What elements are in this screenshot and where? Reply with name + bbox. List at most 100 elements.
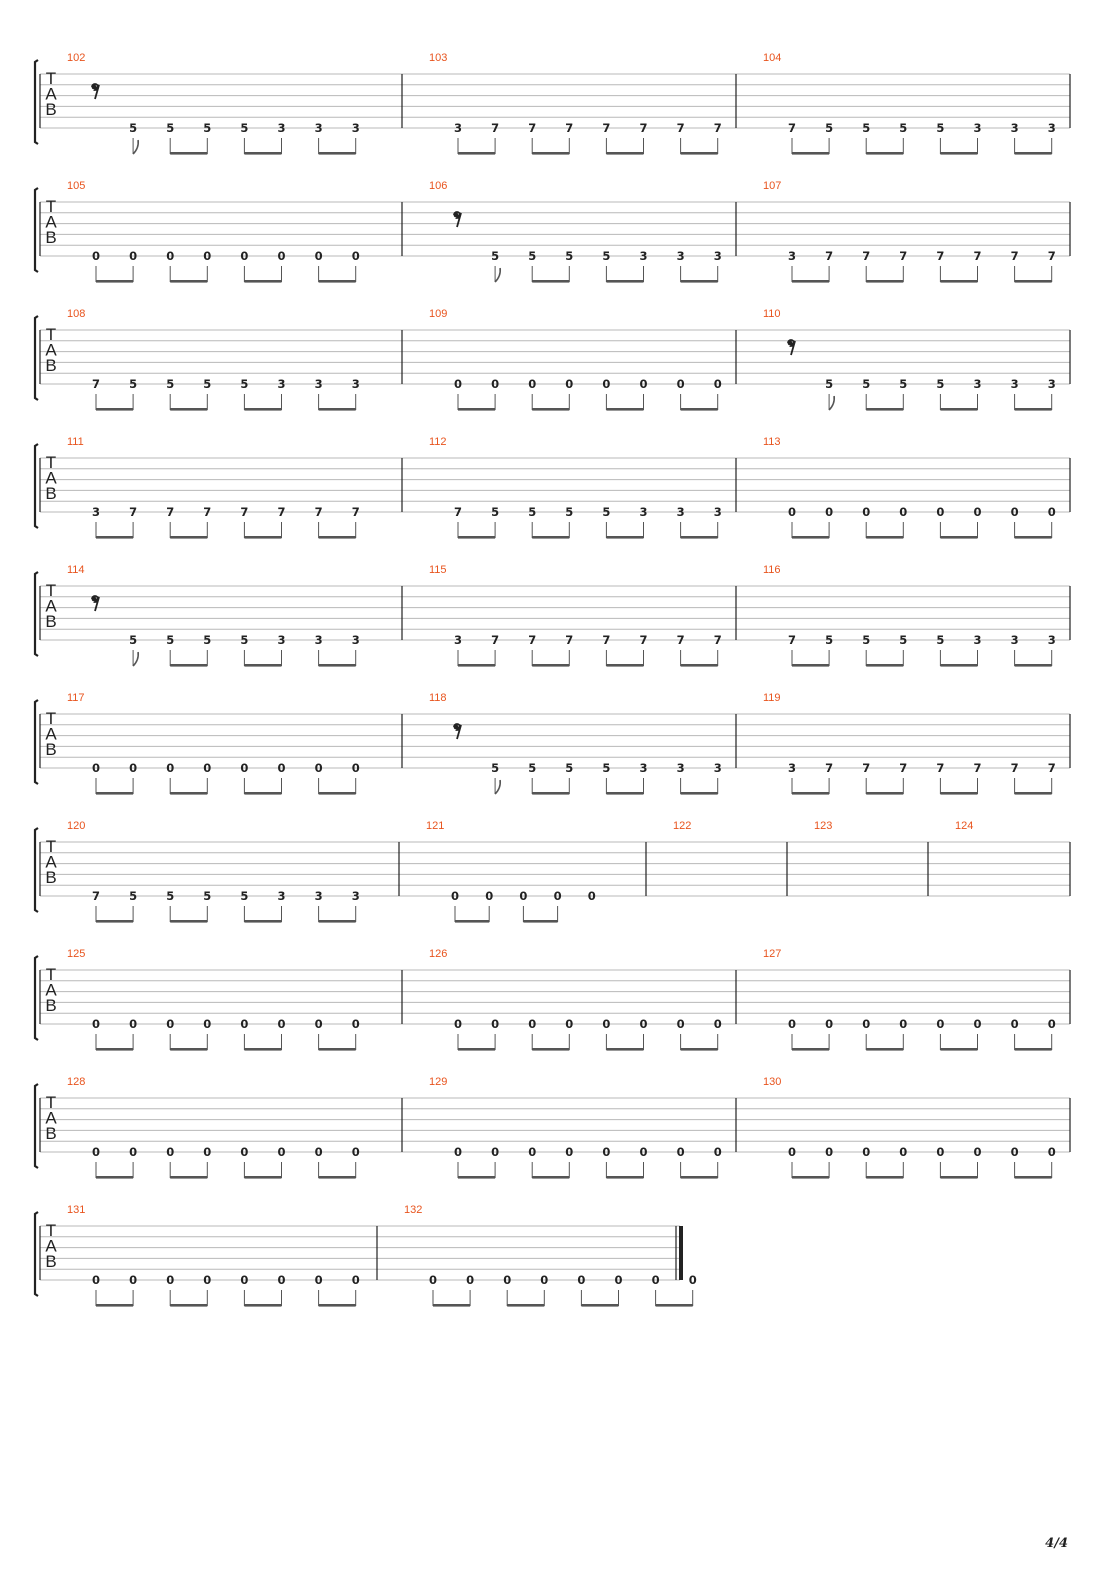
fret-number: 0 xyxy=(565,1145,573,1159)
staff-bracket xyxy=(33,1211,39,1297)
fret-number: 5 xyxy=(565,249,573,263)
fret-number: 0 xyxy=(519,889,527,903)
fret-number: 7 xyxy=(825,761,833,775)
fret-number: 0 xyxy=(1048,505,1056,519)
measure-number: 109 xyxy=(429,308,447,320)
fret-number: 3 xyxy=(714,249,722,263)
fret-number: 0 xyxy=(565,1017,573,1031)
fret-number: 3 xyxy=(973,633,981,647)
note-beam xyxy=(581,1304,619,1307)
fret-number: 0 xyxy=(352,761,360,775)
fret-number: 0 xyxy=(588,889,596,903)
fret-number: 0 xyxy=(862,505,870,519)
fret-number: 0 xyxy=(352,1145,360,1159)
fret-number: 7 xyxy=(129,505,137,519)
fret-number: 5 xyxy=(528,249,536,263)
note-beam xyxy=(940,152,978,155)
fret-number: 0 xyxy=(503,1273,511,1287)
fret-number: 0 xyxy=(240,249,248,263)
tab-clef-letter: T xyxy=(46,453,56,472)
fret-number: 0 xyxy=(129,1145,137,1159)
note-beam xyxy=(318,792,356,795)
note-beam xyxy=(170,1048,208,1051)
note-beam xyxy=(458,152,496,155)
fret-number: 3 xyxy=(639,505,647,519)
note-beam xyxy=(244,536,282,539)
note-beam xyxy=(318,664,356,667)
fret-number: 3 xyxy=(788,761,796,775)
measure-number: 119 xyxy=(763,692,781,704)
tab-clef-letter: T xyxy=(46,837,56,856)
fret-number: 7 xyxy=(1048,249,1056,263)
fret-number: 0 xyxy=(528,377,536,391)
tab-clef-letter: B xyxy=(45,740,56,759)
fret-number: 7 xyxy=(1011,249,1019,263)
note-beam xyxy=(940,1176,978,1179)
fret-number: 5 xyxy=(825,377,833,391)
eighth-rest-dot xyxy=(787,340,793,346)
note-beam xyxy=(532,1176,570,1179)
fret-number: 3 xyxy=(315,121,323,135)
measure-number: 129 xyxy=(429,1076,447,1088)
fret-number: 5 xyxy=(862,377,870,391)
note-beam xyxy=(792,280,830,283)
note-beam xyxy=(532,1048,570,1051)
fret-number: 3 xyxy=(277,889,285,903)
note-beam xyxy=(680,792,718,795)
note-beam xyxy=(940,408,978,411)
fret-number: 0 xyxy=(166,761,174,775)
tab-clef-letter: T xyxy=(46,1221,56,1240)
fret-number: 0 xyxy=(899,1145,907,1159)
measure-number: 120 xyxy=(67,820,85,832)
fret-number: 0 xyxy=(528,1145,536,1159)
measure-number: 126 xyxy=(429,948,447,960)
tab-clef-letter: T xyxy=(46,1093,56,1112)
tab-clef-letter: T xyxy=(46,965,56,984)
note-flag xyxy=(494,267,502,283)
fret-number: 5 xyxy=(825,121,833,135)
fret-number: 5 xyxy=(166,377,174,391)
note-flag xyxy=(494,779,502,795)
fret-number: 0 xyxy=(203,1273,211,1287)
fret-number: 3 xyxy=(677,249,685,263)
fret-number: 0 xyxy=(677,1017,685,1031)
tab-clef-letter: A xyxy=(45,341,57,360)
fret-number: 0 xyxy=(788,505,796,519)
fret-number: 7 xyxy=(899,249,907,263)
fret-number: 0 xyxy=(277,1145,285,1159)
fret-number: 7 xyxy=(277,505,285,519)
fret-number: 3 xyxy=(352,889,360,903)
fret-number: 3 xyxy=(677,761,685,775)
note-beam xyxy=(96,536,134,539)
fret-number: 3 xyxy=(639,761,647,775)
fret-number: 0 xyxy=(166,1017,174,1031)
measure-number: 116 xyxy=(763,564,781,576)
fret-number: 0 xyxy=(1048,1145,1056,1159)
measure-number: 114 xyxy=(67,564,85,576)
fret-number: 3 xyxy=(315,633,323,647)
note-beam xyxy=(244,792,282,795)
fret-number: 0 xyxy=(451,889,459,903)
fret-number: 0 xyxy=(862,1145,870,1159)
fret-number: 0 xyxy=(554,889,562,903)
fret-number: 3 xyxy=(352,377,360,391)
note-beam xyxy=(606,1176,644,1179)
fret-number: 5 xyxy=(491,761,499,775)
note-beam xyxy=(680,536,718,539)
fret-number: 5 xyxy=(240,889,248,903)
tab-clef-letter: A xyxy=(45,853,57,872)
measure-number: 131 xyxy=(67,1204,85,1216)
fret-number: 5 xyxy=(491,505,499,519)
measure-number: 130 xyxy=(763,1076,781,1088)
fret-number: 5 xyxy=(203,377,211,391)
note-beam xyxy=(318,536,356,539)
fret-number: 0 xyxy=(639,1017,647,1031)
eighth-rest-dot xyxy=(453,212,459,218)
note-beam xyxy=(680,280,718,283)
fret-number: 0 xyxy=(240,1273,248,1287)
fret-number: 3 xyxy=(315,377,323,391)
note-beam xyxy=(940,1048,978,1051)
